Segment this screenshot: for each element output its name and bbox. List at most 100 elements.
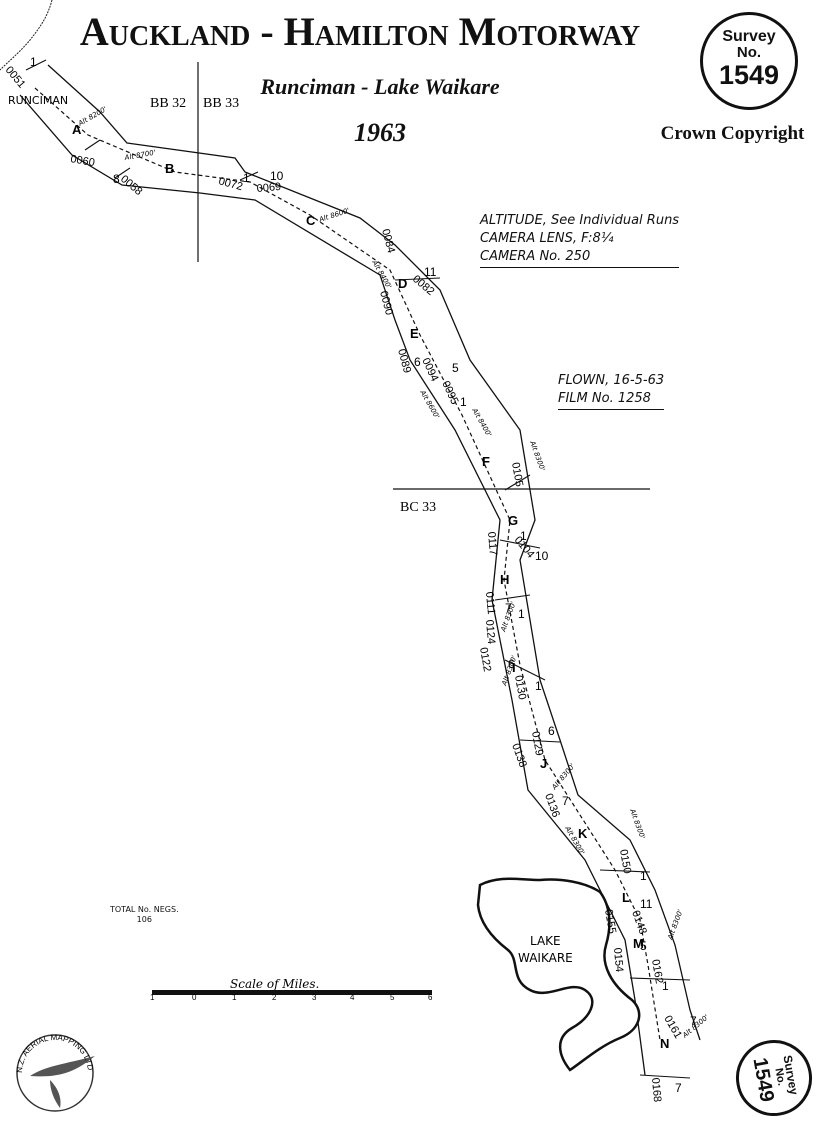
tick-count-2: 8 — [113, 172, 120, 186]
frame-0111: 0111 — [483, 591, 497, 615]
frame-0162: 0162 — [649, 958, 665, 984]
run-letter-i: I — [512, 660, 516, 675]
tick-count-16: 7 — [562, 794, 569, 808]
lake-label-2: WAIKARE — [518, 951, 573, 965]
total-negatives: TOTAL No. NEGS. 106 — [110, 905, 179, 925]
frame-0148: 0148 — [629, 909, 649, 936]
sheet-label-bb32: BB 32 — [150, 96, 186, 111]
scale-tick: 0 — [192, 993, 197, 1002]
seal-line-no: No. — [736, 44, 762, 61]
run-letter-h: H — [500, 572, 509, 587]
lens-note: CAMERA LENS, F:8¼ — [480, 231, 614, 246]
frame-0155: 0155 — [602, 908, 618, 934]
frame-0154: 0154 — [611, 947, 625, 972]
scale-tick: 2 — [272, 993, 277, 1002]
altitude-e: Alt 8600' — [418, 388, 441, 420]
scale-ticks: 1 0 1 2 3 4 5 6 — [150, 993, 433, 1002]
frame-0060: 0060 — [69, 153, 95, 169]
tick-count-9: 1 — [520, 529, 527, 543]
run-letter-m: M — [633, 936, 644, 951]
scale-tick: 4 — [350, 993, 355, 1002]
run-letter-a: A — [72, 122, 82, 137]
scale-tick: 6 — [428, 993, 433, 1002]
tick-count-12: 1 — [518, 607, 525, 621]
frame-0122: 0122 — [477, 646, 493, 672]
strip-right-edge — [47, 64, 701, 1041]
run-letter-n: N — [660, 1036, 669, 1051]
lake-waikare — [476, 877, 641, 1072]
map-title: Auckland - Hamilton Motorway — [79, 9, 641, 54]
frame-0136: 0136 — [542, 792, 562, 819]
seal-line-survey: Survey — [722, 28, 776, 45]
tick-count-10: 10 — [535, 549, 549, 563]
flown-date: FLOWN, 16-5-63 — [558, 373, 665, 388]
run-letters: A B C D E F G H I J K L M N — [72, 122, 669, 1051]
scale-tick: 1 — [232, 993, 237, 1002]
altitude-m: Alt 8300' — [666, 908, 685, 941]
run-letter-e: E — [410, 326, 419, 341]
altitude-d: Alt 8400' — [370, 258, 393, 290]
frame-0084: 0084 — [379, 228, 397, 255]
tick-count-18: 11 — [640, 897, 653, 911]
run-letter-f: F — [482, 454, 490, 469]
tick-count-22: 7 — [675, 1081, 682, 1095]
frame-0090: 0090 — [377, 290, 395, 317]
frame-0072: 0072 — [217, 175, 244, 193]
altitude-l: Alt 8300' — [628, 807, 647, 840]
flight-notes: FLOWN, 16-5-63 FILM No. 1258 — [558, 372, 665, 410]
frame-0130: 0130 — [512, 674, 528, 700]
seal-number: 1549 — [718, 60, 780, 90]
scale-bar — [152, 990, 432, 995]
scale-tick: 1 — [150, 993, 155, 1002]
run-letter-c: C — [306, 213, 316, 228]
tick-count-15: 6 — [548, 724, 555, 738]
tick-count-11: 7 — [505, 601, 512, 615]
total-negs-count: 106 — [136, 915, 152, 924]
scale-tick: 5 — [390, 993, 395, 1002]
camera-note: CAMERA No. 250 — [480, 248, 680, 268]
tick-count-17: 1 — [640, 869, 647, 883]
scale-tick: 3 — [312, 993, 317, 1002]
survey-seal-top: Survey No. 1549 — [700, 12, 798, 110]
sheet-label-bc33: BC 33 — [400, 500, 436, 515]
map-subtitle: Runciman - Lake Waikare — [260, 74, 500, 99]
strip-left-edge — [19, 94, 646, 1076]
tick-count-6: 6 — [414, 355, 421, 369]
frame-0058: 0058 — [118, 173, 144, 198]
map-year: 1963 — [354, 118, 406, 147]
tick-count-3: 1 — [243, 171, 250, 185]
tick-count-19: 5 — [640, 939, 647, 953]
run-letter-l: L — [622, 890, 630, 905]
run-letter-b: B — [165, 161, 174, 176]
tick-count-4: 10 — [270, 169, 284, 183]
frame-0138: 0138 — [509, 742, 529, 769]
frame-0168: 0168 — [649, 1077, 663, 1102]
film-number: FILM No. 1258 — [558, 390, 665, 410]
run-letter-j: J — [540, 756, 547, 771]
run-letter-d: D — [398, 276, 407, 291]
strip-ticks — [25, 59, 691, 1079]
camera-notes: ALTITUDE, See Individual Runs CAMERA LEN… — [480, 212, 680, 268]
tick-count-1: 1 — [30, 55, 37, 69]
copyright-notice: Crown Copyright — [660, 123, 805, 144]
frame-0129: 0129 — [529, 730, 545, 756]
tick-count-13: 6 — [508, 657, 515, 671]
frame-0117: 0117 — [485, 531, 499, 556]
sheet-label-bb33: BB 33 — [203, 96, 239, 111]
altitude-note: ALTITUDE, See Individual Runs — [480, 213, 680, 228]
coastline — [0, 0, 53, 71]
altitude-c: Alt 8600' — [317, 207, 350, 225]
frame-0069: 0069 — [256, 181, 281, 195]
tick-count-21: 7 — [690, 1014, 697, 1028]
frame-0124: 0124 — [483, 619, 497, 644]
company-logo: N.Z. AERIAL MAPPING LTD — [15, 1033, 95, 1112]
frame-0051: 0051 — [3, 64, 28, 90]
frame-0089: 0089 — [395, 348, 413, 375]
tick-count-7: 5 — [452, 361, 459, 375]
frame-0095: 0095 — [439, 379, 460, 406]
tick-counts: 1 8 1 10 11 6 5 1 1 10 7 1 6 1 6 7 1 11 … — [30, 55, 697, 1095]
frame-0105: 0105 — [509, 461, 525, 487]
flight-line — [34, 87, 661, 1041]
altitude-b: Alt 8700' — [123, 149, 156, 163]
